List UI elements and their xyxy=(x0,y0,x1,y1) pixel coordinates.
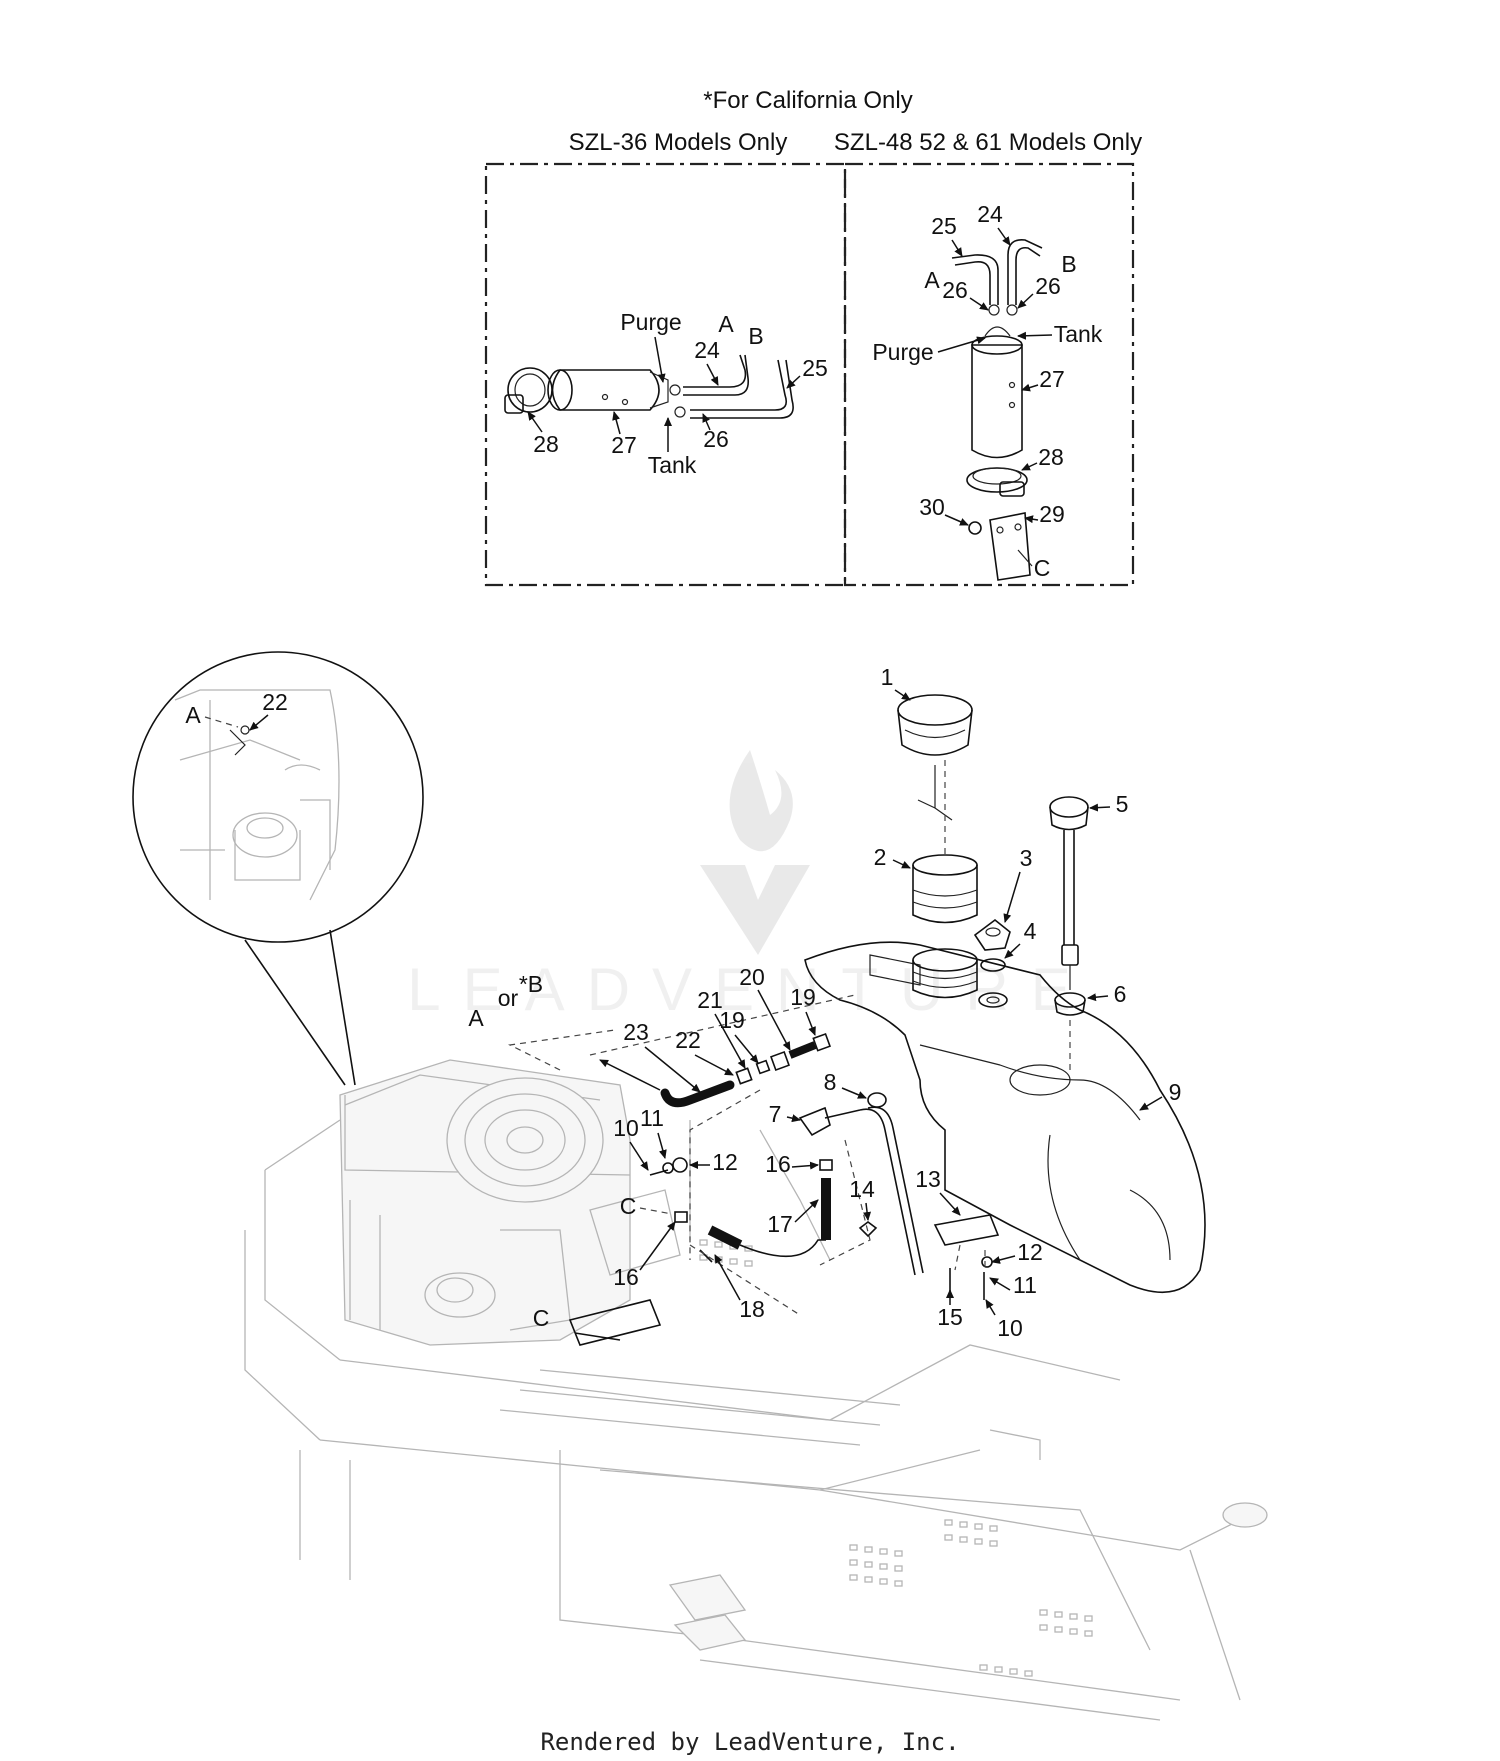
callout-13: 13 xyxy=(915,1166,941,1192)
mower-frame xyxy=(244,1059,1268,1721)
left-purge-label: Purge xyxy=(620,309,681,335)
grommet-6 xyxy=(1054,992,1086,1016)
callout-17: 17 xyxy=(767,1211,793,1237)
callout-23: 23 xyxy=(623,1019,649,1045)
fuel-strainer xyxy=(912,854,978,924)
callout-15: 15 xyxy=(937,1304,963,1330)
leadventure-watermark: LEADVENTURE xyxy=(407,750,1092,1023)
left-inset-box xyxy=(484,162,847,587)
fuel-line-assembly xyxy=(649,1032,1000,1300)
svg-text:LEADVENTURE: LEADVENTURE xyxy=(407,956,1092,1023)
fuel-cap xyxy=(897,694,973,821)
california-note: *For California Only xyxy=(703,87,912,114)
left-callout-25: 25 xyxy=(802,355,828,381)
right-callout-29: 29 xyxy=(1039,501,1065,527)
main-or-label: or xyxy=(498,985,519,1011)
left-a-label: A xyxy=(718,311,734,337)
callout-7: 7 xyxy=(769,1101,782,1127)
right-a-label: A xyxy=(924,267,940,293)
main-a-label: A xyxy=(468,1005,484,1031)
right-callout-30: 30 xyxy=(919,494,945,520)
grommet-4 xyxy=(978,958,1008,1008)
callout-21: 21 xyxy=(697,987,723,1013)
callout-10a: 10 xyxy=(613,1115,639,1141)
right-b-label: B xyxy=(1061,251,1076,277)
right-callout-27: 27 xyxy=(1039,366,1065,392)
callout-20: 20 xyxy=(739,964,765,990)
left-tank-label: Tank xyxy=(648,452,697,478)
right-c-label: C xyxy=(1034,555,1051,581)
right-inset-box xyxy=(843,162,1135,587)
callout-18: 18 xyxy=(739,1296,765,1322)
right-box-title: SZL-48 52 & 61 Models Only xyxy=(834,129,1142,156)
callout-11a: 11 xyxy=(640,1105,664,1131)
left-canister-group xyxy=(504,354,794,419)
callout-10b: 10 xyxy=(997,1315,1023,1341)
callout-8: 8 xyxy=(824,1069,837,1095)
callout-2: 2 xyxy=(874,844,887,870)
callout-22: 22 xyxy=(675,1027,701,1053)
right-callout-28: 28 xyxy=(1038,444,1064,470)
right-callout-26b: 26 xyxy=(1035,273,1061,299)
left-box-title: SZL-36 Models Only xyxy=(569,129,788,156)
right-purge-label: Purge xyxy=(872,339,933,365)
detail-a-label: A xyxy=(185,702,201,728)
left-b-label: B xyxy=(748,323,763,349)
left-callout-27: 27 xyxy=(611,432,637,458)
left-callout-28: 28 xyxy=(533,431,559,457)
callout-16b: 16 xyxy=(613,1264,639,1290)
callout-19b: 19 xyxy=(790,984,816,1010)
footer-credit: Rendered by LeadVenture, Inc. xyxy=(540,1728,959,1756)
callout-3: 3 xyxy=(1020,845,1033,871)
left-callout-26: 26 xyxy=(703,426,729,452)
callout-16a: 16 xyxy=(765,1151,791,1177)
fuel-gauge xyxy=(1049,796,1089,990)
callout-12a: 12 xyxy=(712,1149,738,1175)
callout-5: 5 xyxy=(1116,791,1129,817)
callout-4: 4 xyxy=(1024,918,1037,944)
right-tank-label: Tank xyxy=(1054,321,1103,347)
main-c-label-mid: C xyxy=(620,1193,637,1219)
detail-callout-22: 22 xyxy=(262,689,288,715)
vent-valve xyxy=(973,918,1011,951)
callout-11b: 11 xyxy=(1013,1272,1037,1298)
main-c-label-low: C xyxy=(533,1305,550,1331)
right-canister-group xyxy=(951,238,1043,581)
right-callout-26a: 26 xyxy=(942,277,968,303)
callout-6: 6 xyxy=(1114,981,1127,1007)
left-callout-24: 24 xyxy=(694,337,720,363)
callout-12b: 12 xyxy=(1017,1239,1043,1265)
callout-14: 14 xyxy=(849,1176,875,1202)
callout-1: 1 xyxy=(881,664,894,690)
main-b-label: *B xyxy=(519,971,543,997)
right-callout-25: 25 xyxy=(931,213,957,239)
engine-detail-circle xyxy=(132,651,424,1086)
right-callout-24: 24 xyxy=(977,201,1003,227)
callout-9: 9 xyxy=(1169,1079,1182,1105)
